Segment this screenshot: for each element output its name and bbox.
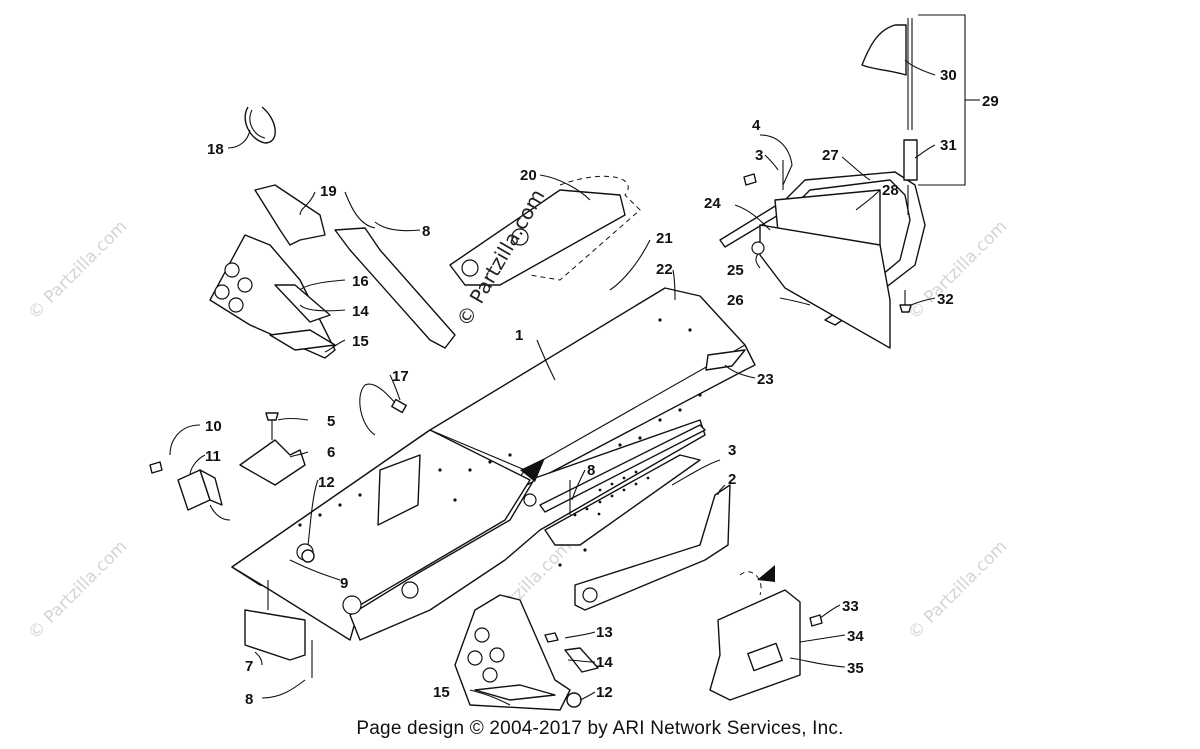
callout-9: 9	[340, 575, 348, 592]
callout-14-left: 14	[352, 303, 369, 320]
callout-20: 20	[520, 167, 537, 184]
safety-flag-part	[861, 18, 918, 215]
taillight-part	[149, 461, 231, 521]
watermark-left-top: © Partzilla.com	[24, 217, 131, 324]
watermark-right-bottom: © Partzilla.com	[904, 537, 1011, 644]
left-foot-plate	[209, 234, 336, 359]
callout-33: 33	[842, 598, 859, 615]
callout-27: 27	[822, 147, 839, 164]
callout-11: 11	[205, 448, 221, 465]
callout-8-center: 8	[587, 462, 595, 479]
callout-31: 31	[940, 137, 957, 154]
callout-3-center: 3	[728, 442, 736, 459]
callout-3-rear: 3	[755, 147, 763, 164]
lower-foot-plate	[454, 594, 599, 711]
callout-25: 25	[727, 262, 744, 279]
callout-21: 21	[656, 230, 673, 247]
callout-13: 13	[596, 624, 613, 641]
callout-35: 35	[847, 660, 864, 677]
cable-part	[359, 383, 407, 436]
callout-4: 4	[752, 117, 761, 134]
leader-lines	[169, 14, 980, 706]
nut-12-part	[301, 549, 582, 708]
callout-28: 28	[882, 182, 899, 199]
callout-34: 34	[847, 628, 864, 645]
callout-29: 29	[982, 93, 999, 110]
callout-19: 19	[320, 183, 337, 200]
callout-10: 10	[205, 418, 222, 435]
callout-15-lower: 15	[433, 684, 450, 701]
rear-bumper-part	[719, 160, 926, 349]
callout-32: 32	[937, 291, 954, 308]
callout-12-lower: 12	[596, 684, 613, 701]
left-bracket-part	[254, 184, 456, 349]
callout-5: 5	[327, 413, 335, 430]
callout-26: 26	[727, 292, 744, 309]
callout-labels: 1 2 3 3 4 5 6 7 8 8 8 9 10 11 12 12 13 1…	[205, 67, 999, 708]
callout-7: 7	[245, 658, 253, 675]
callout-22: 22	[656, 261, 673, 278]
callout-8-bottom: 8	[245, 691, 253, 708]
callout-14-lower: 14	[596, 654, 613, 671]
side-rail-part	[574, 484, 731, 611]
bracket-6-part	[239, 412, 306, 486]
clamp-band-part	[244, 106, 276, 144]
callout-8-top: 8	[422, 223, 430, 240]
callout-24: 24	[704, 195, 721, 212]
callout-12-upper: 12	[318, 474, 335, 491]
callout-2: 2	[728, 471, 736, 488]
watermark-left-bottom: © Partzilla.com	[24, 537, 131, 644]
callout-6: 6	[327, 444, 335, 461]
rear-bumper-bracket	[449, 175, 641, 286]
callout-23: 23	[757, 371, 774, 388]
running-board-part	[539, 424, 706, 546]
callout-15-left: 15	[352, 333, 369, 350]
plate-7-part	[244, 580, 313, 678]
rear-panel-part	[709, 565, 823, 701]
callout-17: 17	[392, 368, 409, 385]
callout-18: 18	[207, 141, 224, 158]
page-footer-copyright: Page design © 2004-2017 by ARI Network S…	[356, 718, 844, 739]
callout-16: 16	[352, 273, 369, 290]
callout-1: 1	[515, 327, 523, 344]
callout-30: 30	[940, 67, 957, 84]
